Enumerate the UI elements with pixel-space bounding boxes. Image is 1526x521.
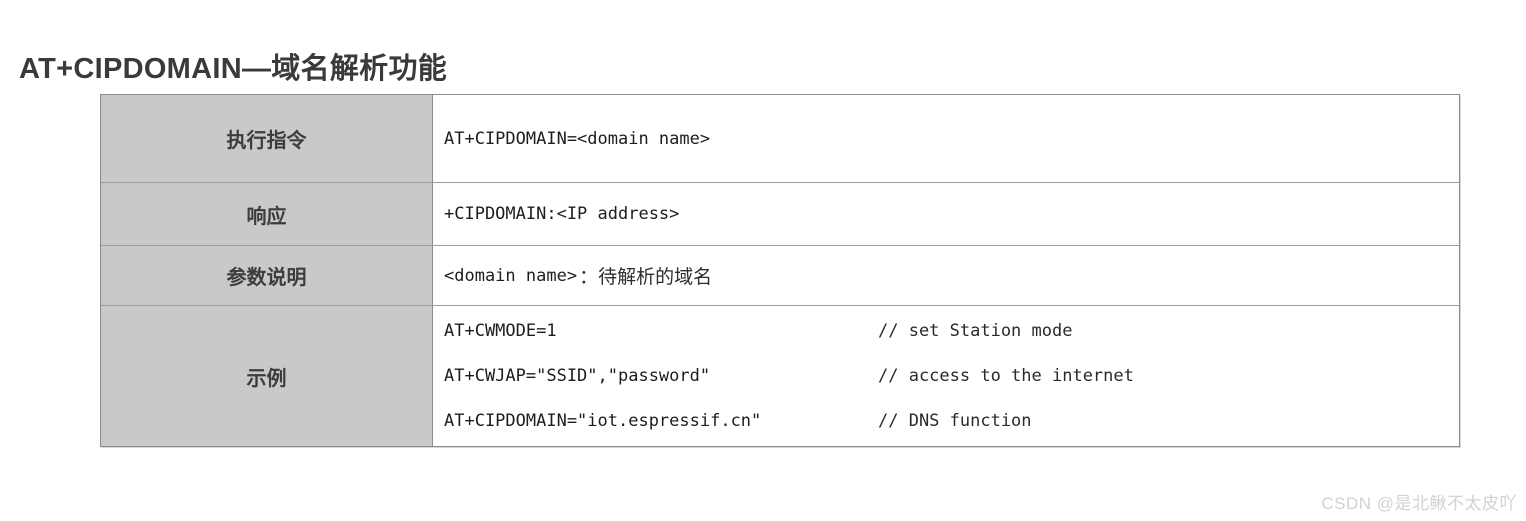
row-content-execute-command: AT+CIPDOMAIN=<domain name> <box>433 95 1459 182</box>
row-header-parameter-description: 参数说明 <box>101 246 433 305</box>
example-code-cipdomain: AT+CIPDOMAIN="iot.espressif.cn" <box>444 410 762 431</box>
table-row-response: 响应 +CIPDOMAIN:<IP address> <box>101 183 1459 246</box>
example-code-cwmode: AT+CWMODE=1 <box>444 320 557 341</box>
example-code-cwjap: AT+CWJAP="SSID","password" <box>444 365 711 386</box>
row-content-example: AT+CWMODE=1 // set Station mode AT+CWJAP… <box>433 306 1459 446</box>
command-reference-table: 执行指令 AT+CIPDOMAIN=<domain name> 响应 +CIPD… <box>100 94 1460 447</box>
row-header-response: 响应 <box>101 183 433 245</box>
page-title: AT+CIPDOMAIN—域名解析功能 <box>19 53 448 86</box>
example-comment-cwmode: // set Station mode <box>878 320 1073 341</box>
csdn-watermark: CSDN @是北鳅不太皮吖 <box>1321 494 1517 513</box>
table-row-example: 示例 AT+CWMODE=1 // set Station mode AT+CW… <box>101 306 1459 446</box>
parameter-description-line: <domain name> ：待解析的域名 <box>444 262 1459 289</box>
parameter-name-code: <domain name> <box>444 265 578 286</box>
row-content-parameter-description: <domain name> ：待解析的域名 <box>433 246 1459 305</box>
example-line: AT+CWMODE=1 // set Station mode <box>444 309 1459 354</box>
row-content-response: +CIPDOMAIN:<IP address> <box>433 183 1459 245</box>
row-header-execute-command: 执行指令 <box>101 95 433 182</box>
table-row-execute-command: 执行指令 AT+CIPDOMAIN=<domain name> <box>101 95 1459 183</box>
row-header-example: 示例 <box>101 306 433 446</box>
code-execute-command: AT+CIPDOMAIN=<domain name> <box>444 128 711 149</box>
example-comment-cipdomain: // DNS function <box>878 410 1032 431</box>
table-row-parameter-description: 参数说明 <domain name> ：待解析的域名 <box>101 246 1459 306</box>
parameter-description-text: ：待解析的域名 <box>579 267 713 288</box>
code-response: +CIPDOMAIN:<IP address> <box>444 204 680 224</box>
example-comment-cwjap: // access to the internet <box>878 365 1134 386</box>
example-line: AT+CWJAP="SSID","password" // access to … <box>444 354 1459 399</box>
example-line: AT+CIPDOMAIN="iot.espressif.cn" // DNS f… <box>444 399 1459 444</box>
